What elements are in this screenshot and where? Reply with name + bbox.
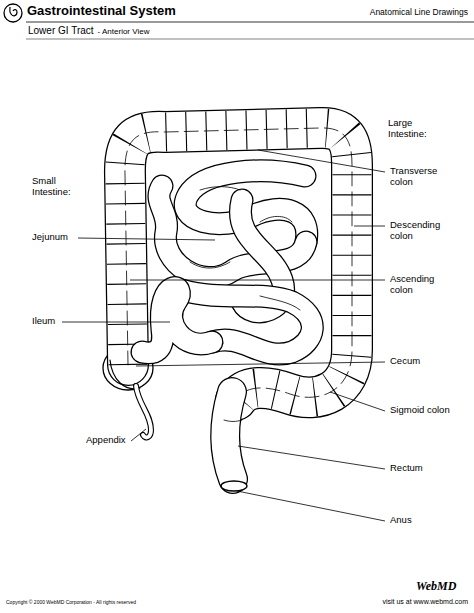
group-heading: Small Intestine:: [32, 176, 84, 198]
brand-logo: WebMD: [416, 580, 456, 594]
part-label: Ascending colon: [390, 274, 452, 296]
small-intestine: [142, 171, 312, 354]
header-rule: [26, 39, 474, 40]
leader-lines: [62, 150, 385, 521]
subtitle-view: - Anterior View: [98, 27, 150, 36]
header-rule: [26, 22, 474, 23]
part-label: Appendix: [86, 435, 126, 446]
part-label: Ileum: [32, 316, 55, 327]
header-icon: [4, 4, 22, 22]
part-label: Transverse colon: [390, 166, 452, 188]
large-intestine: [103, 128, 352, 491]
group-heading: Large Intestine:: [388, 118, 440, 140]
series-name: Anatomical Line Drawings: [370, 8, 468, 18]
part-label: Descending colon: [390, 220, 452, 242]
part-label: Rectum: [390, 463, 423, 474]
website-note: visit us at www.webmd.com: [382, 598, 468, 606]
part-label: Cecum: [390, 356, 420, 367]
part-label: Jejunum: [32, 232, 68, 243]
page-title: Gastrointestinal System: [27, 4, 176, 19]
part-label: Sigmoid colon: [390, 405, 450, 416]
subtitle: Lower GI Tract: [28, 25, 94, 37]
copyright-note: Copyright © 2000 WebMD Corporation - All…: [6, 600, 136, 606]
part-label: Anus: [390, 515, 412, 526]
